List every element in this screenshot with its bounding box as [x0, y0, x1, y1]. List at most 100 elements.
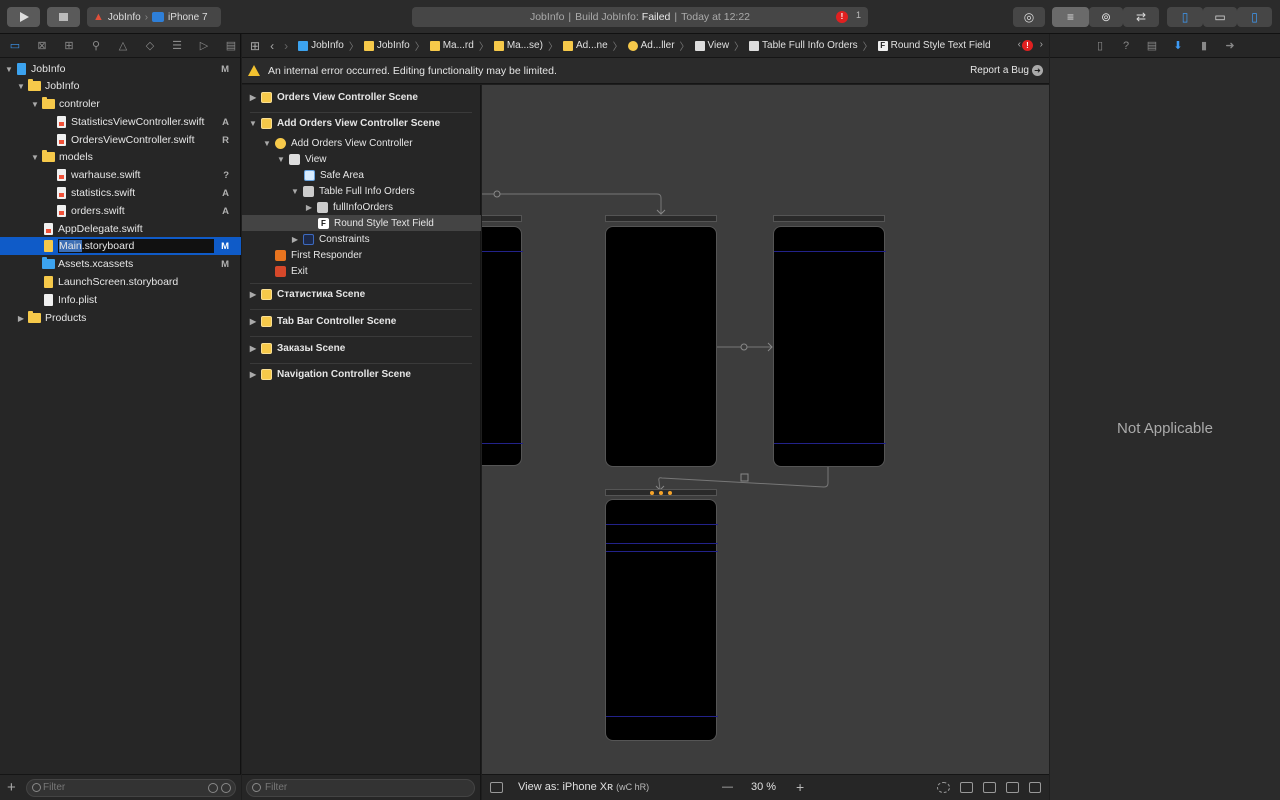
zoom-out-button[interactable]: — [722, 781, 733, 793]
tree-item-file[interactable]: LaunchScreen.storyboard [0, 273, 241, 291]
related-items-icon[interactable]: ⊞ [250, 38, 261, 53]
disclosure-open-icon[interactable]: ▼ [277, 154, 285, 164]
exit-dock-icon[interactable] [668, 490, 672, 495]
disclosure-closed-icon[interactable]: ▶ [17, 313, 25, 323]
test-icon[interactable]: ◇ [145, 39, 155, 52]
quick-help-icon[interactable]: ? [1122, 39, 1130, 52]
disclosure-closed-icon[interactable]: ▶ [249, 289, 257, 299]
disclosure-open-icon[interactable]: ▼ [249, 118, 257, 128]
toggle-navigator-button[interactable]: ▯ [1167, 7, 1203, 27]
outline-scene[interactable]: ▶Tab Bar Controller Scene [242, 313, 481, 329]
disclosure-closed-icon[interactable]: ▶ [249, 316, 257, 326]
device-frame[interactable] [482, 226, 523, 466]
outline-scene[interactable]: ▶Navigation Controller Scene [242, 366, 481, 382]
back-arrow-icon[interactable]: ‹ [270, 38, 275, 53]
view-controller-dock-icon[interactable] [650, 490, 654, 495]
resolve-issues-icon[interactable] [1029, 782, 1041, 793]
tree-item-file[interactable]: warhause.swift ? [0, 166, 241, 184]
segue-icon[interactable] [493, 190, 501, 198]
disclosure-open-icon[interactable]: ▼ [263, 138, 271, 148]
zoom-in-button[interactable]: + [796, 779, 805, 795]
outline-item[interactable]: First Responder [242, 247, 481, 263]
rename-field[interactable]: Main.storyboard [58, 239, 214, 253]
breadcrumb[interactable]: Table Full Info Orders [749, 40, 858, 51]
align-icon[interactable] [983, 782, 996, 793]
first-responder-dock-icon[interactable] [659, 490, 663, 495]
run-button[interactable] [7, 7, 40, 27]
size-inspector-icon[interactable]: ▮ [1200, 40, 1208, 52]
next-issue-icon[interactable]: › [1039, 39, 1043, 50]
outline-item[interactable]: Exit [242, 263, 481, 279]
outline-item[interactable]: ▼Table Full Info Orders [242, 183, 481, 199]
disclosure-closed-icon[interactable]: ▶ [249, 369, 257, 379]
scm-filter-icon[interactable] [221, 783, 231, 793]
disclosure-open-icon[interactable]: ▼ [31, 152, 39, 162]
segue-icon[interactable] [740, 343, 748, 351]
file-inspector-icon[interactable]: ▯ [1096, 40, 1104, 52]
symbol-icon[interactable]: ⊞ [64, 39, 74, 52]
outline-item[interactable]: ▼View [242, 151, 481, 167]
relationship-icon[interactable] [740, 473, 749, 482]
breadcrumb[interactable]: View [694, 40, 729, 51]
standard-editor-button[interactable]: ≡ [1052, 7, 1089, 27]
debug-icon[interactable]: ☰ [172, 39, 182, 52]
tree-item-file[interactable]: statistics.swift A [0, 184, 241, 202]
disclosure-closed-icon[interactable]: ▶ [249, 92, 257, 102]
breadcrumb[interactable]: Ma...rd [429, 40, 474, 51]
recent-files-icon[interactable] [208, 783, 218, 793]
add-file-button[interactable]: + [7, 779, 16, 796]
disclosure-open-icon[interactable]: ▼ [291, 186, 299, 196]
stop-button[interactable] [47, 7, 80, 27]
disclosure-closed-icon[interactable]: ▶ [291, 234, 299, 244]
find-icon[interactable]: ⚲ [91, 39, 101, 52]
outline-scene[interactable]: ▶Заказы Scene [242, 340, 481, 356]
breadcrumb[interactable]: JobInfo [363, 40, 410, 51]
update-frames-icon[interactable] [937, 782, 950, 793]
breadcrumb[interactable]: Ad...ne [562, 40, 608, 51]
device-frame[interactable] [605, 226, 717, 467]
connections-inspector-icon[interactable]: ➜ [1225, 40, 1235, 52]
toggle-debug-area-button[interactable]: ▭ [1203, 7, 1237, 27]
disclosure-closed-icon[interactable]: ▶ [249, 343, 257, 353]
library-button[interactable]: ◎ [1013, 7, 1045, 27]
outline-item[interactable]: ▶Constraints [242, 231, 481, 247]
version-editor-button[interactable]: ⇄ [1123, 7, 1159, 27]
scene-dock[interactable] [773, 215, 885, 222]
report-icon[interactable]: ▤ [225, 39, 237, 52]
breadcrumb[interactable]: Ma...se) [493, 40, 543, 51]
toggle-outline-icon[interactable] [490, 782, 503, 793]
embed-in-icon[interactable] [960, 782, 973, 793]
source-control-icon[interactable]: ⊠ [37, 39, 47, 52]
error-icon[interactable]: ! [1022, 40, 1033, 51]
outline-scene[interactable]: ▶Статистика Scene [242, 286, 481, 302]
tree-item-file-selected[interactable]: Main.storyboard M [0, 237, 241, 255]
scene-dock-selected[interactable] [605, 489, 717, 496]
disclosure-open-icon[interactable]: ▼ [31, 99, 39, 109]
tree-item-group[interactable]: ▼ JobInfo [0, 77, 241, 95]
tree-item-file[interactable]: StatisticsViewController.swift A [0, 113, 241, 131]
device-frame[interactable] [605, 499, 718, 741]
tree-item-file[interactable]: Info.plist [0, 291, 241, 309]
tree-item-file[interactable]: orders.swift A [0, 202, 241, 220]
view-as-button[interactable]: View as: iPhone Xʀ (wC hR) [518, 781, 649, 793]
breakpoint-icon[interactable]: ▷ [199, 39, 209, 52]
breadcrumb[interactable]: Ad...ller [627, 40, 675, 51]
disclosure-open-icon[interactable]: ▼ [17, 81, 25, 91]
tree-item-file[interactable]: Assets.xcassets M [0, 255, 241, 273]
outline-item[interactable]: ▶fullInfoOrders [242, 199, 481, 215]
outline-item[interactable]: ▼Add Orders View Controller [242, 135, 481, 151]
outline-scene[interactable]: ▼Add Orders View Controller Scene [242, 115, 481, 131]
storyboard-canvas[interactable] [482, 85, 1049, 774]
tree-item-file[interactable]: AppDelegate.swift [0, 220, 241, 238]
tree-item-folder[interactable]: ▼ models [0, 148, 241, 166]
assistant-editor-button[interactable]: ⊚ [1089, 7, 1123, 27]
tree-item-folder[interactable]: ▶ Products [0, 309, 241, 327]
scheme-selector[interactable]: ▲ JobInfo › iPhone 7 [87, 7, 221, 27]
toggle-inspector-button[interactable]: ▯ [1237, 7, 1272, 27]
scene-dock[interactable] [482, 215, 522, 222]
issue-icon[interactable]: △ [118, 39, 128, 52]
disclosure-closed-icon[interactable]: ▶ [305, 202, 313, 212]
outline-item[interactable]: Safe Area [242, 167, 481, 183]
